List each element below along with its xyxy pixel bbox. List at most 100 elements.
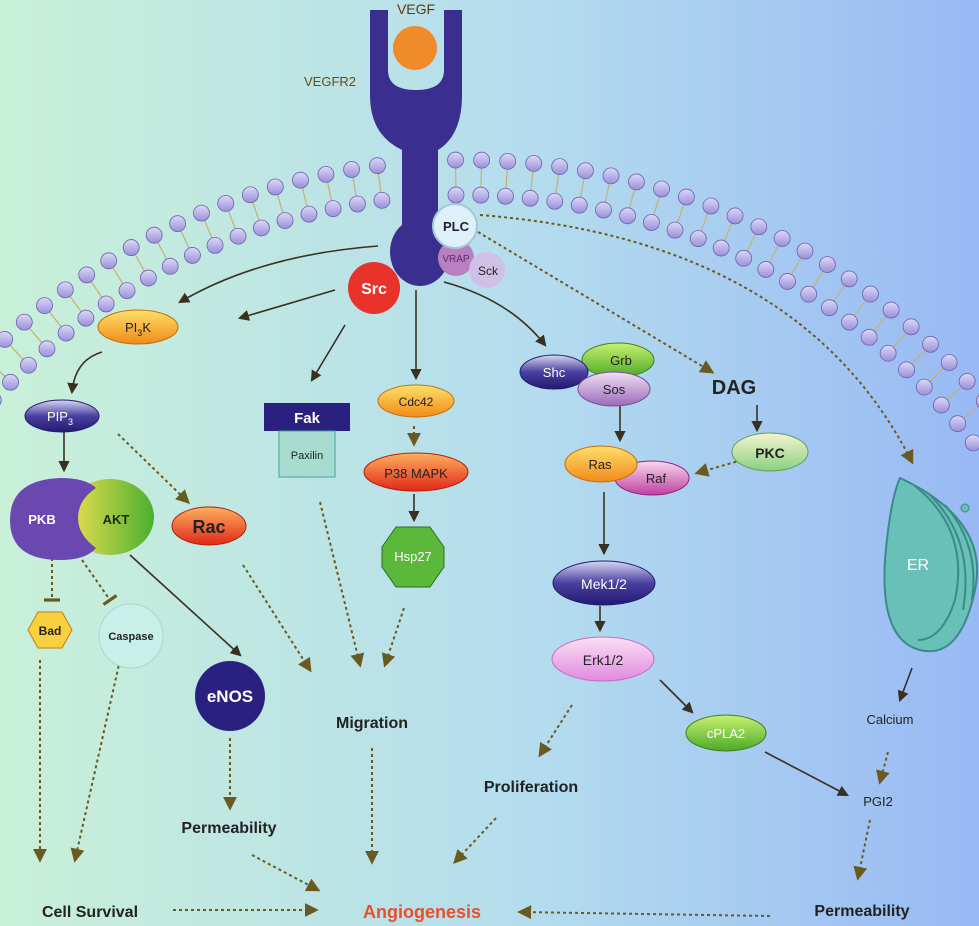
caspase-label: Caspase (108, 631, 153, 643)
membrane-bead (821, 299, 838, 317)
membrane-bead (118, 282, 136, 300)
pkb-label: PKB (28, 512, 55, 527)
membrane-bead (36, 297, 53, 315)
shc-label: Shc (543, 365, 566, 380)
src-label: Src (361, 281, 387, 298)
vegf-label: VEGF (397, 1, 435, 17)
membrane-bead (879, 344, 897, 362)
membrane-bead (570, 196, 588, 214)
mek-label: Mek1/2 (581, 576, 627, 592)
p38-label: P38 MAPK (384, 466, 448, 481)
membrane-bead (666, 221, 684, 239)
sos-node (577, 371, 651, 407)
membrane-bead (266, 178, 284, 196)
membrane-bead (735, 249, 753, 267)
membrane-bead (369, 157, 386, 175)
bad-node (27, 611, 73, 649)
paxilin-node (278, 430, 336, 478)
membrane-bead (0, 331, 14, 348)
enos-node (195, 661, 265, 731)
plc-label: PLC (443, 219, 470, 234)
membrane-bead (169, 215, 187, 233)
membrane-bead (161, 257, 179, 275)
cpla2-label: cPLA2 (707, 726, 745, 741)
membrane-bead (77, 309, 95, 327)
membrane-bead (145, 226, 163, 244)
dashed-arrows (33, 214, 914, 920)
membrane-bead (726, 207, 744, 225)
cdc42-node (377, 384, 455, 418)
membrane-bead (15, 313, 33, 331)
bad-label: Bad (39, 624, 62, 638)
sos-label: Sos (603, 382, 626, 397)
plc-node (432, 203, 478, 249)
membrane-bead (546, 192, 564, 210)
membrane-bead (447, 151, 464, 169)
membrane-bead (349, 195, 366, 213)
membrane-bead (964, 434, 979, 452)
membrane-bead (932, 396, 950, 414)
membrane-bead (902, 318, 920, 336)
sck-node (469, 252, 505, 288)
membrane-bead (217, 195, 235, 212)
shc-node (519, 354, 589, 390)
cpla2-node (685, 714, 767, 752)
membrane-bead (800, 285, 818, 303)
membrane-bead (253, 219, 270, 237)
vegf-ligand (393, 26, 437, 70)
membrane-bead (882, 301, 900, 319)
vrap-node (438, 240, 474, 276)
membrane-bead (324, 200, 342, 218)
enos-label: eNOS (207, 687, 253, 706)
membrane-bead (915, 378, 933, 396)
membrane-bead (2, 373, 19, 391)
membrane-bead (643, 214, 660, 231)
membrane-bead (276, 212, 294, 230)
membrane-bead (949, 415, 967, 433)
membrane-bead (779, 273, 796, 290)
membrane-bead (757, 261, 775, 278)
rac-label: Rac (192, 517, 225, 537)
pkc-node (731, 432, 809, 472)
calcium-label: Calcium (867, 712, 914, 727)
membrane-bead (193, 204, 210, 222)
membrane-bead (677, 188, 695, 206)
sck-label: Sck (478, 264, 499, 278)
membrane-bead (551, 158, 569, 176)
membrane-bead (38, 340, 56, 358)
membrane-bead (841, 313, 858, 331)
ras-node (564, 445, 638, 483)
membrane-bead (78, 266, 96, 284)
membrane-bead (229, 227, 247, 245)
permeability-right-label: Permeability (814, 903, 909, 920)
membrane-bead (292, 171, 309, 189)
pkc-label: PKC (755, 445, 785, 461)
mek-node (552, 560, 656, 606)
membrane-bead (447, 186, 465, 204)
angiogenesis-label: Angiogenesis (363, 902, 481, 922)
membrane-bead (499, 152, 517, 170)
caspase-node (98, 603, 164, 669)
dag-label: DAG (712, 377, 756, 399)
pi3k-node: PI3K (97, 309, 179, 345)
pgi2-label: PGI2 (863, 794, 893, 809)
ras-label: Ras (588, 457, 612, 472)
fak-label: Fak (294, 410, 321, 427)
membrane-bead (472, 186, 490, 204)
erk-label: Erk1/2 (583, 652, 624, 668)
membrane-bead (619, 207, 636, 225)
membrane-bead (898, 361, 915, 379)
er-label: ER (907, 557, 929, 574)
membrane-bead (0, 395, 2, 406)
membrane-bead (940, 354, 958, 371)
vrap-label: VRAP (442, 254, 470, 265)
membrane-bead (577, 162, 594, 180)
membrane-bead (521, 189, 539, 207)
membrane-bead (922, 335, 939, 353)
hsp27-node (381, 526, 445, 588)
membrane-bead (958, 373, 976, 390)
membrane-bead (712, 239, 730, 257)
membrane-bead (122, 239, 140, 256)
